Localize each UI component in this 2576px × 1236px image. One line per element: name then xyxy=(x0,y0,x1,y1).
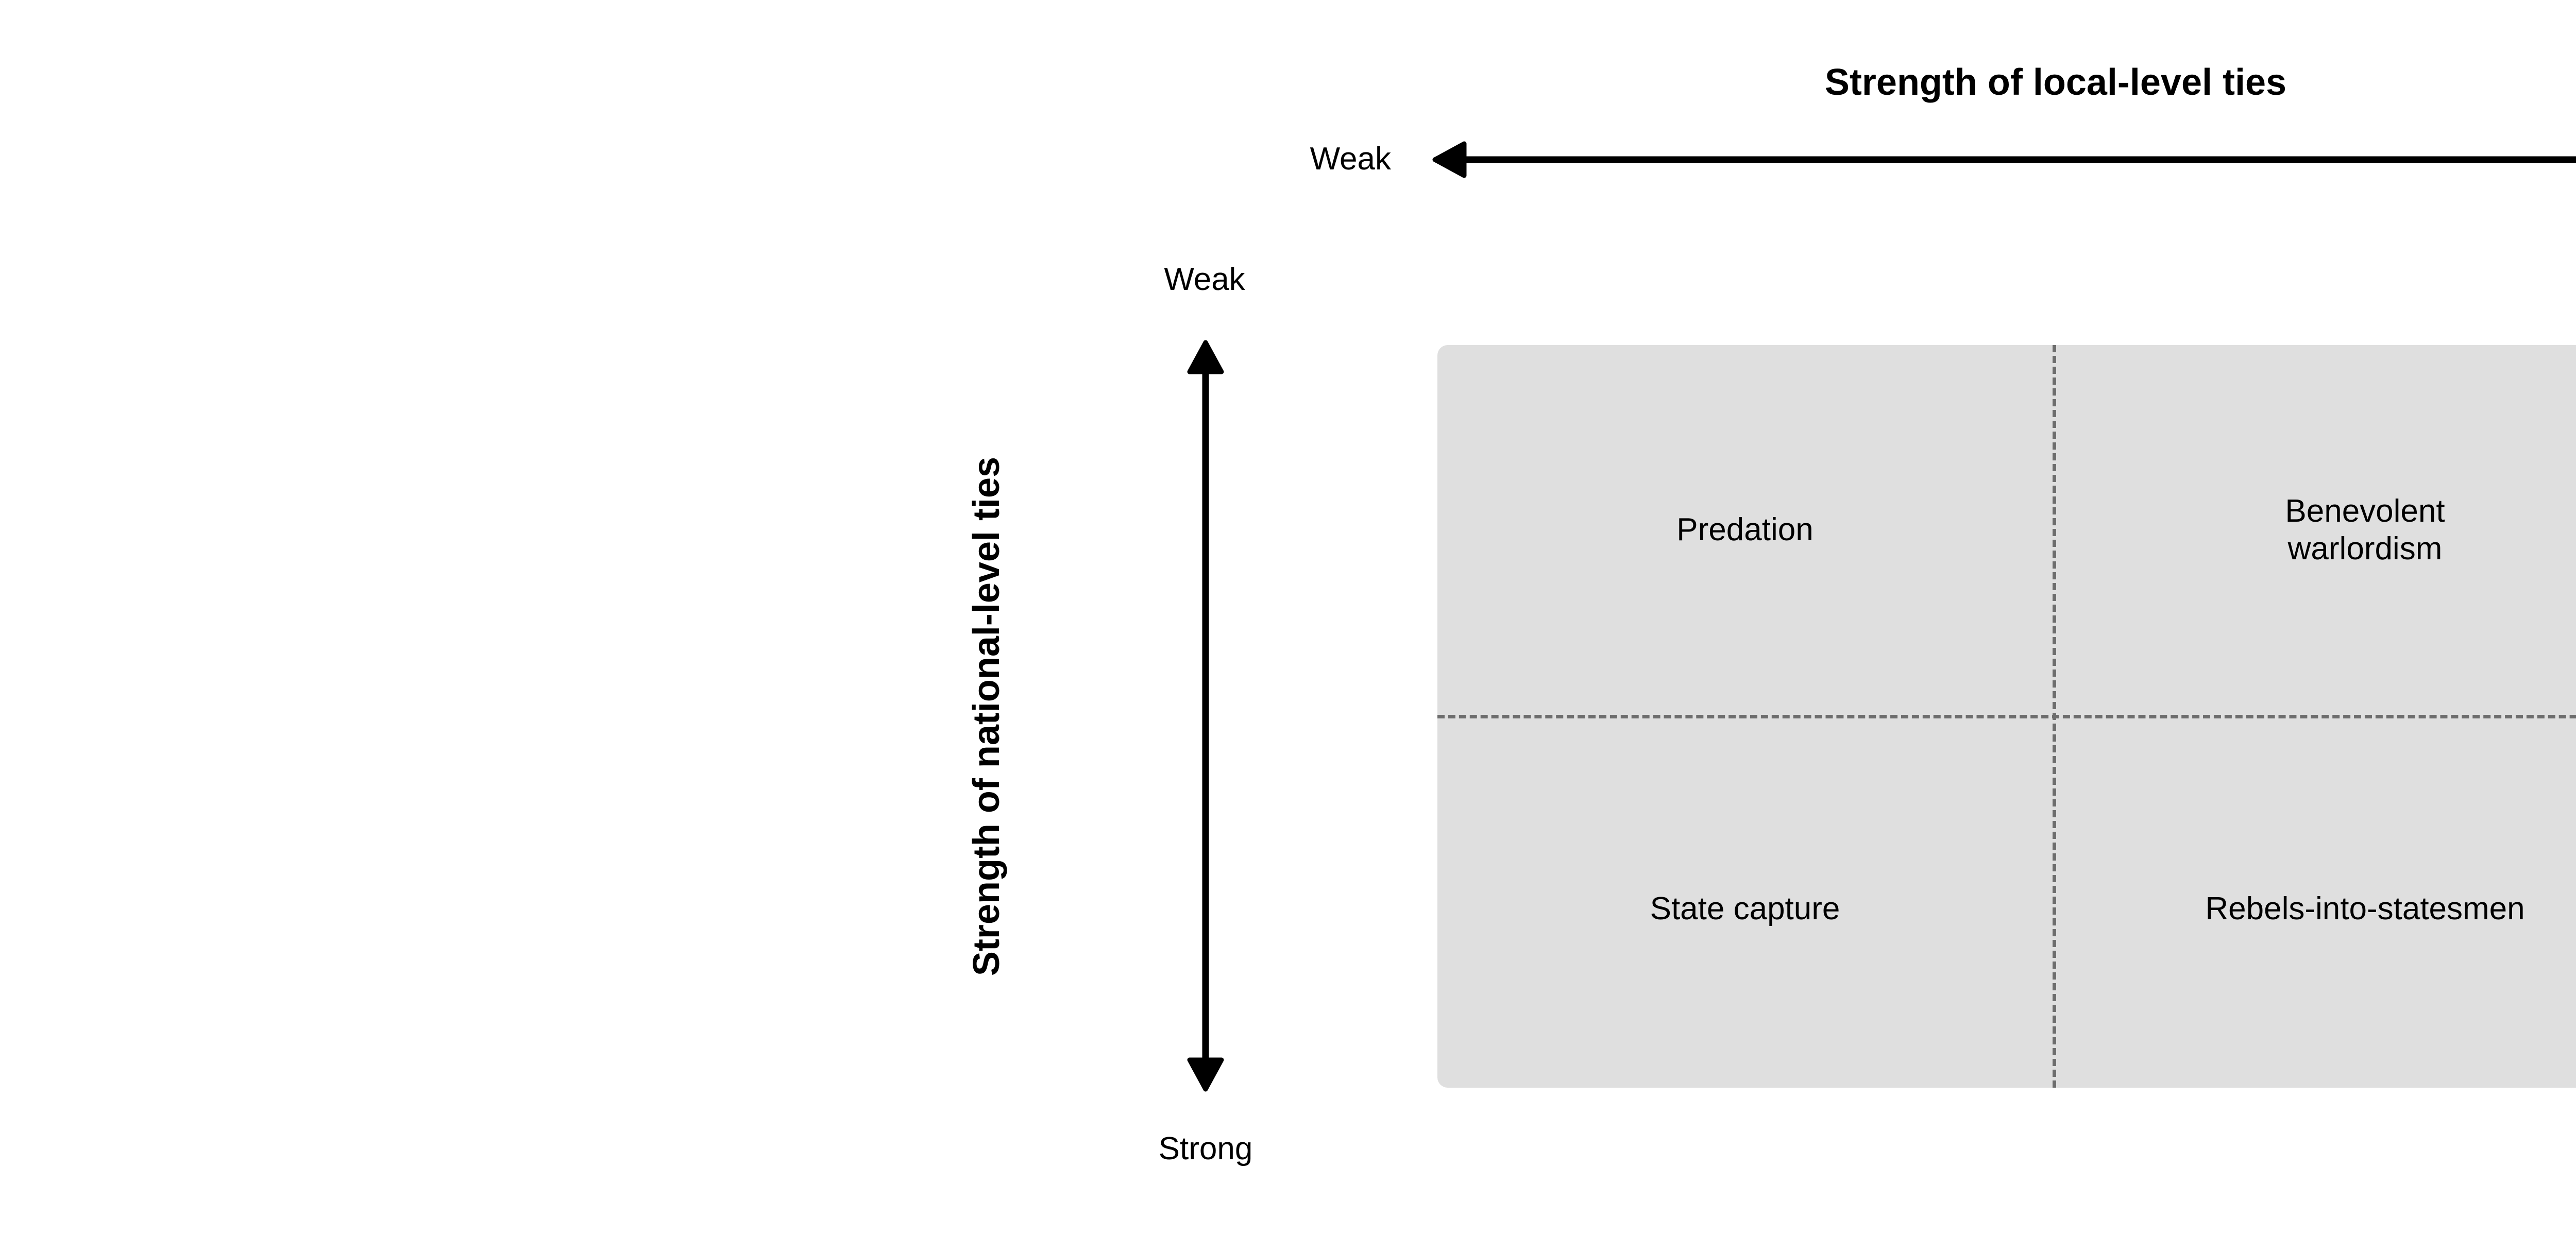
quadrant-top-left: Predation xyxy=(1437,345,2053,715)
x-axis-title: Strength of local-level ties xyxy=(1824,62,2287,103)
quadrant-top-right-label: Benevolent warlordism xyxy=(2285,493,2445,566)
double-headed-horizontal-arrow-icon xyxy=(1432,141,2576,178)
matrix-panel: Predation Benevolent warlordism State ca… xyxy=(1437,345,2576,1088)
y-axis-title: Strength of national-level ties xyxy=(966,456,1007,976)
quadrant-bottom-right: Rebels-into-statesmen xyxy=(2056,715,2576,1088)
double-headed-vertical-arrow-icon xyxy=(1187,340,1224,1092)
divider-horizontal xyxy=(1437,715,2576,718)
quadrant-bottom-left-label: State capture xyxy=(1650,891,1840,926)
y-axis-high-label: Strong xyxy=(1158,1131,1253,1166)
quadrant-top-right: Benevolent warlordism xyxy=(2056,345,2576,715)
quadrant-top-left-label: Predation xyxy=(1676,512,1814,548)
quadrant-bottom-right-label: Rebels-into-statesmen xyxy=(2205,891,2525,926)
x-axis-low-label: Weak xyxy=(1310,141,1391,177)
quadrant-bottom-left: State capture xyxy=(1437,715,2053,1088)
y-axis-low-label: Weak xyxy=(1164,262,1245,297)
